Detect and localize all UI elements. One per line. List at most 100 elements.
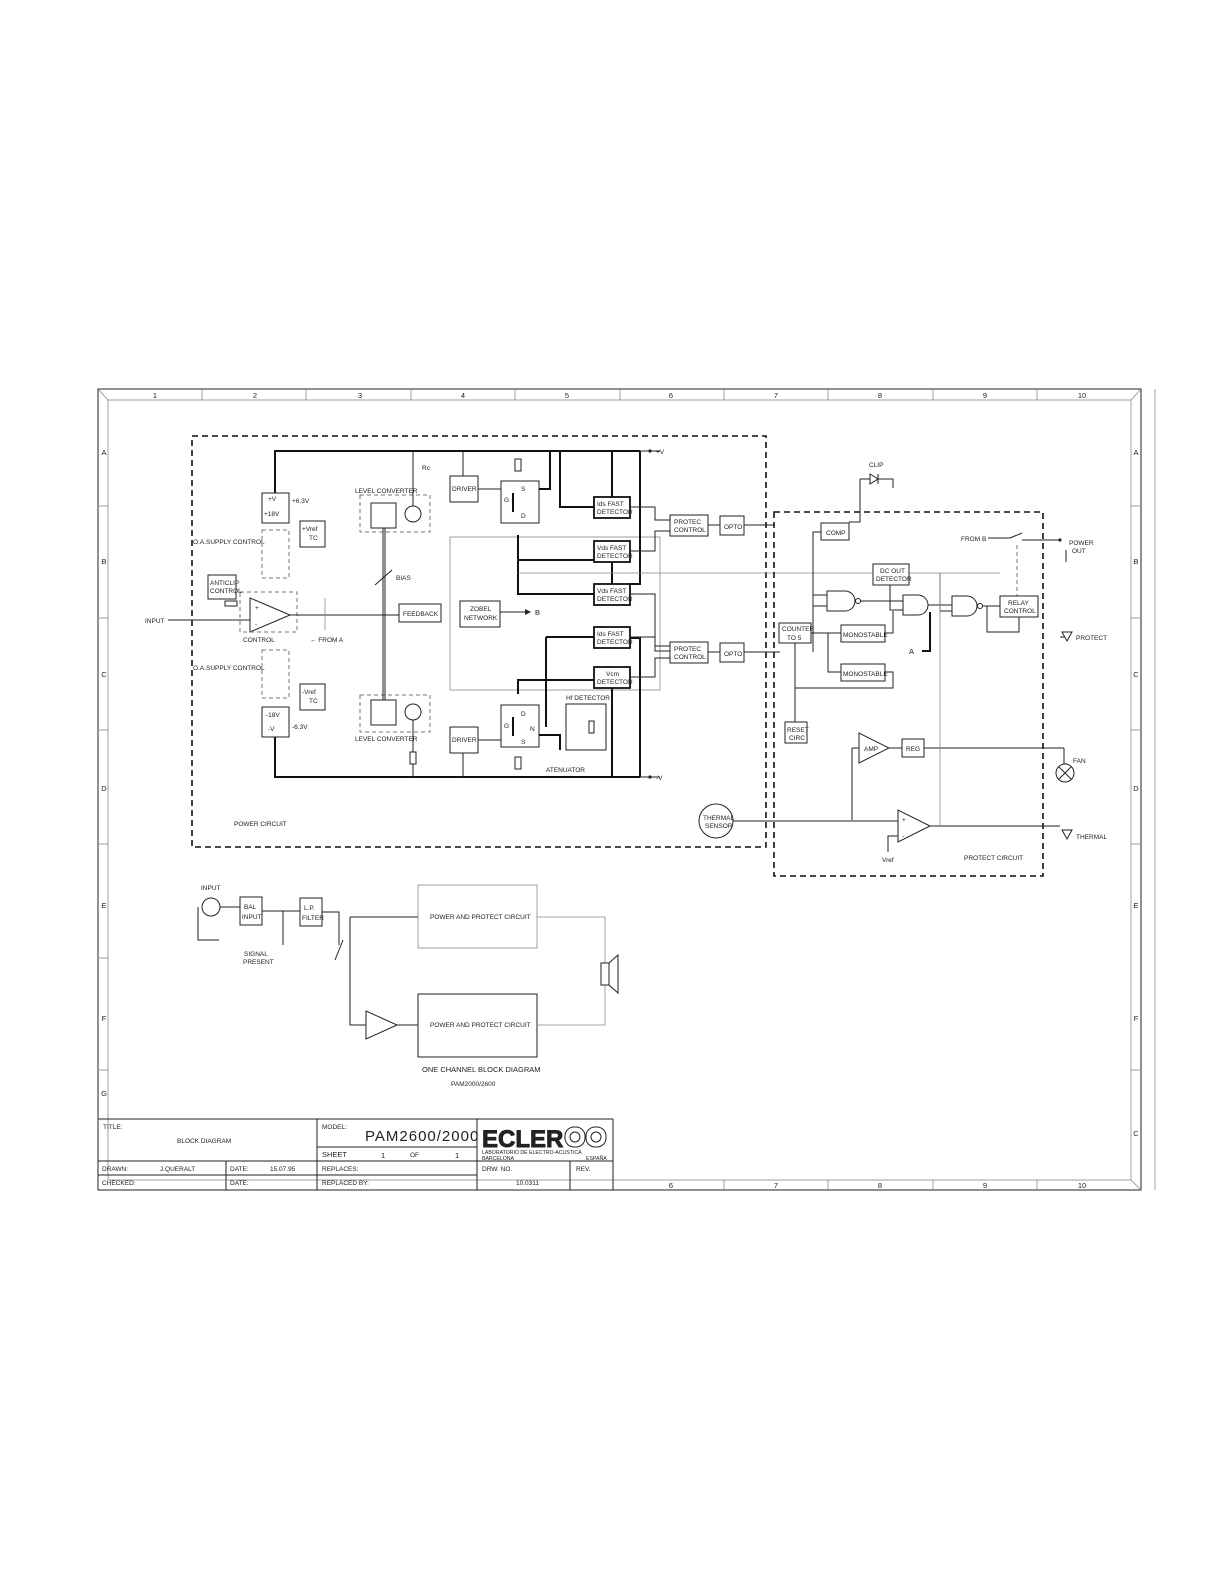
- reset-circ-box: [784, 721, 808, 744]
- dc-out-label: DC OUT: [880, 568, 905, 575]
- col-label: 9: [983, 391, 987, 400]
- drw-label: DRW. NO.: [482, 1166, 512, 1173]
- neg-63-label: -6.3V: [292, 724, 308, 731]
- detector-label: DETECTOR: [597, 679, 633, 686]
- comparator-symbol: [897, 809, 932, 843]
- protect-circuit: PROTECT CIRCUIT CLIP COMP FROM B POWER O…: [698, 462, 1107, 877]
- input-opamp-symbol: [249, 597, 292, 633]
- lp-filter-label: L.P.: [304, 905, 315, 912]
- col-label: 6: [669, 391, 673, 400]
- protec-label: CONTROL: [674, 654, 706, 661]
- date-label: DATE:: [230, 1166, 249, 1173]
- mos-pin-label: N: [530, 726, 535, 733]
- date-value: 15.07.95: [270, 1166, 296, 1173]
- drawn-value: J.QUERALT: [160, 1166, 195, 1173]
- nand-gate-icon: [826, 590, 856, 612]
- relay-label: RELAY: [1008, 600, 1029, 607]
- col-label: 7: [774, 391, 778, 400]
- replaced-by-label: REPLACED BY:: [322, 1180, 369, 1187]
- power-out-label: POWER: [1069, 540, 1094, 547]
- row-label: F: [102, 1014, 107, 1023]
- col-label: 7: [774, 1181, 778, 1190]
- row-label: B: [101, 557, 106, 566]
- title-label: TITLE:: [103, 1124, 123, 1131]
- fan-label: FAN: [1073, 758, 1086, 765]
- channel-caption-models: PAM2000/2600: [451, 1081, 496, 1088]
- col-label: 10: [1078, 1181, 1086, 1190]
- driver-top-label: DRIVER: [452, 486, 477, 493]
- plus-v-label: +V: [656, 449, 665, 456]
- pos-rail-label: +18V: [264, 511, 280, 518]
- thermal-led-icon: [1061, 829, 1073, 841]
- signal-present-label: SIGNAL: [244, 951, 268, 958]
- driver-bottom-label: DRIVER: [452, 737, 477, 744]
- thermal-sensor-label: THERMAL: [703, 815, 734, 822]
- and-gate-icon: [951, 595, 978, 617]
- pos-63-label: +6.3V: [292, 498, 310, 505]
- col-label: 3: [358, 391, 362, 400]
- power-out-label: OUT: [1072, 548, 1086, 555]
- replaces-label: REPLACES:: [322, 1166, 359, 1173]
- hf-detector-label: Hf DETECTOR: [566, 695, 610, 702]
- speaker-icon: [600, 962, 610, 986]
- from-a-label: ← FROM A: [310, 637, 344, 644]
- lp-filter-label: FILTER: [302, 915, 324, 922]
- checked-label: CHECKED:: [102, 1180, 136, 1187]
- a-label: A: [909, 647, 914, 656]
- rc-label: Rc: [422, 465, 431, 472]
- col-label: 6: [669, 1181, 673, 1190]
- power-protect-block-bottom: [417, 993, 538, 1058]
- from-b-label: FROM B: [961, 536, 986, 543]
- row-label: B: [1133, 557, 1138, 566]
- col-label: 9: [983, 1181, 987, 1190]
- row-label: G: [101, 1089, 107, 1098]
- row-label: E: [1133, 901, 1138, 910]
- protect-circuit-label: PROTECT CIRCUIT: [964, 855, 1023, 862]
- driver-top-box: [449, 475, 479, 503]
- model-value: PAM2600/2000: [365, 1128, 479, 1145]
- row-label: F: [1134, 1014, 1139, 1023]
- channel-caption: ONE CHANNEL BLOCK DIAGRAM: [422, 1065, 541, 1074]
- opto-label: OPTO: [724, 651, 742, 658]
- mosfet-top: [500, 480, 540, 524]
- drawn-label: DRAWN:: [102, 1166, 128, 1173]
- row-label: C: [1133, 670, 1139, 679]
- block-label: POWER AND PROTECT CIRCUIT: [430, 1022, 531, 1029]
- minus-v-label: -V: [656, 775, 663, 782]
- reset-label: CIRC: [789, 735, 805, 742]
- vref-label: Vref: [882, 857, 894, 864]
- inverter-amp-symbol: [365, 1010, 399, 1040]
- anticlip-control-box: [207, 574, 237, 600]
- protec-label: PROTEC: [674, 646, 701, 653]
- date-label: DATE:: [230, 1180, 249, 1187]
- rev-label: REV.: [576, 1166, 591, 1173]
- row-label: C: [1133, 1129, 1139, 1138]
- sheet-total: 1: [455, 1151, 459, 1160]
- detector-label: Vds FAST: [597, 588, 626, 595]
- comp-label: COMP: [826, 530, 846, 537]
- oa-supply-top-label: O.A.SUPPLY CONTROL: [193, 539, 265, 546]
- clip-led-icon: [869, 473, 879, 485]
- mos-pin-label: G: [504, 723, 509, 730]
- svg-text:-: -: [902, 833, 904, 840]
- zobel-label: NETWORK: [464, 615, 498, 622]
- col-label: 2: [253, 391, 257, 400]
- mos-pin-label: G: [504, 497, 509, 504]
- model-label: MODEL:: [322, 1124, 347, 1131]
- anticlip-label: CONTROL: [210, 588, 242, 595]
- and-gate-icon: [902, 594, 929, 616]
- relay-label: CONTROL: [1004, 608, 1036, 615]
- mos-pin-label: D: [521, 513, 526, 520]
- sheet-number: 1: [381, 1151, 385, 1160]
- power-protect-block-top: [417, 884, 538, 949]
- detector-label: Vcm: [606, 671, 619, 678]
- mos-pin-label: D: [521, 711, 526, 718]
- detector-label: DETECTOR: [597, 509, 633, 516]
- monostable-label: MONOSTABLE: [843, 632, 888, 639]
- detector-label: Ids FAST: [597, 631, 624, 638]
- col-label: 8: [878, 1181, 882, 1190]
- channel-block-diagram: INPUT BAL INPUT L.P. FILTER SIGNAL PRESE…: [197, 884, 619, 1088]
- brand-line: ESPAÑA: [586, 1155, 607, 1162]
- mos-pin-label: S: [521, 486, 526, 493]
- vref-bottom-label: TC: [309, 698, 318, 705]
